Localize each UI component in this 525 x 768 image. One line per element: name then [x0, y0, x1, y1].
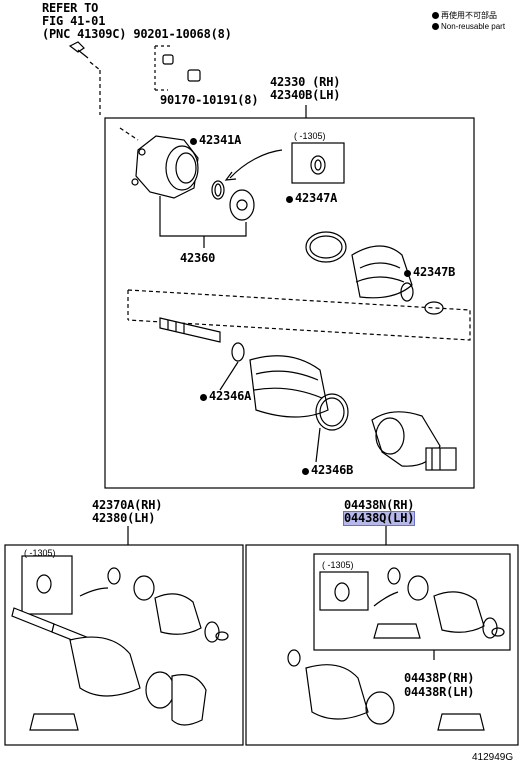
bolt-icon — [68, 41, 89, 59]
assy-left-rh[interactable]: 42370A(RH) — [92, 498, 163, 512]
left-hub-icon — [107, 567, 155, 601]
date-box-main — [291, 142, 345, 184]
right-grease-tube-2-icon — [437, 713, 485, 731]
bullet-icon — [432, 12, 439, 19]
non-reusable-icon — [404, 270, 411, 277]
part-42341a[interactable]: 42341A — [190, 134, 241, 147]
non-reusable-icon — [302, 468, 309, 475]
small-clamp-icon — [424, 301, 444, 315]
refer-line-2: FIG 41-01 — [42, 14, 106, 28]
right-inner-frame — [313, 553, 511, 651]
assy-left-lh[interactable]: 42380(LH) — [92, 511, 156, 525]
left-grease-tube-icon — [29, 713, 79, 731]
assy-main-rh[interactable]: 42330 (RH) — [270, 75, 341, 89]
part-90170[interactable]: 90170-10191(8) — [160, 93, 259, 107]
large-clamp-icon — [315, 393, 349, 431]
assy-right-rh[interactable]: 04438N(RH) — [344, 498, 415, 512]
snap-ring-icon — [211, 180, 225, 200]
washer-nut-icon — [187, 69, 201, 82]
nut-icon — [162, 54, 174, 65]
snap-ring-2-icon — [231, 342, 245, 362]
legend-jp: 再使用不可部品 — [432, 10, 497, 21]
clip-ring-left-icon — [36, 574, 52, 594]
date-box-left — [21, 555, 73, 615]
assy-right-sub-rh[interactable]: 04438P(RH) — [404, 671, 475, 685]
left-assembly-frame — [4, 544, 244, 746]
legend-en: Non-reusable part — [432, 22, 505, 31]
left-cv-housing-icon — [145, 671, 207, 726]
date-note-main: ( -1305) — [294, 131, 326, 141]
figure-id: 412949G — [472, 752, 514, 763]
part-42346a[interactable]: 42346A — [200, 390, 251, 403]
right-small-ring-icon — [287, 649, 301, 667]
part-42347b[interactable]: 42347B — [404, 266, 455, 279]
inner-boot-icon — [249, 355, 329, 418]
assy-right-sub-lh[interactable]: 04438R(LH) — [404, 685, 475, 699]
right-clamp-icon — [491, 627, 505, 637]
gear-hub-icon — [229, 189, 255, 221]
right-grease-tube-icon — [373, 623, 421, 639]
clip-ring-icon — [310, 155, 326, 175]
cv-joint-housing-icon — [371, 411, 457, 471]
non-reusable-icon — [200, 394, 207, 401]
non-reusable-icon — [286, 196, 293, 203]
right-large-clamp-icon — [365, 691, 395, 725]
left-outer-boot-icon — [154, 593, 220, 643]
shaft-icon — [159, 317, 221, 343]
bullet-icon — [432, 23, 439, 30]
part-42346b[interactable]: 42346B — [302, 464, 353, 477]
right-inner-boot-icon — [305, 664, 369, 720]
part-42347a[interactable]: 42347A — [286, 192, 337, 205]
left-inner-boot-icon — [69, 636, 141, 697]
part-42360[interactable]: 42360 — [180, 251, 216, 265]
date-note-left: ( -1305) — [24, 548, 56, 558]
right-outer-boot-icon — [433, 591, 498, 639]
right-hub-icon — [387, 567, 429, 601]
assy-right-lh-highlighted[interactable]: 04438Q(LH) — [342, 511, 416, 526]
band-clamp-icon — [305, 231, 347, 263]
assy-main-lh[interactable]: 42340B(LH) — [270, 88, 341, 102]
date-note-right: ( -1305) — [322, 560, 354, 570]
non-reusable-icon — [190, 138, 197, 145]
outer-boot-icon — [351, 245, 414, 302]
right-assembly-frame — [245, 544, 519, 746]
left-clamp-icon — [215, 631, 229, 641]
clip-ring-right-icon — [334, 582, 350, 602]
refer-line-3[interactable]: (PNC 41309C) 90201-10068(8) — [42, 27, 232, 41]
date-box-right — [319, 571, 369, 611]
hub-flange-icon — [131, 135, 199, 199]
refer-line-1: REFER TO — [42, 1, 99, 15]
main-assembly-frame — [104, 117, 475, 489]
